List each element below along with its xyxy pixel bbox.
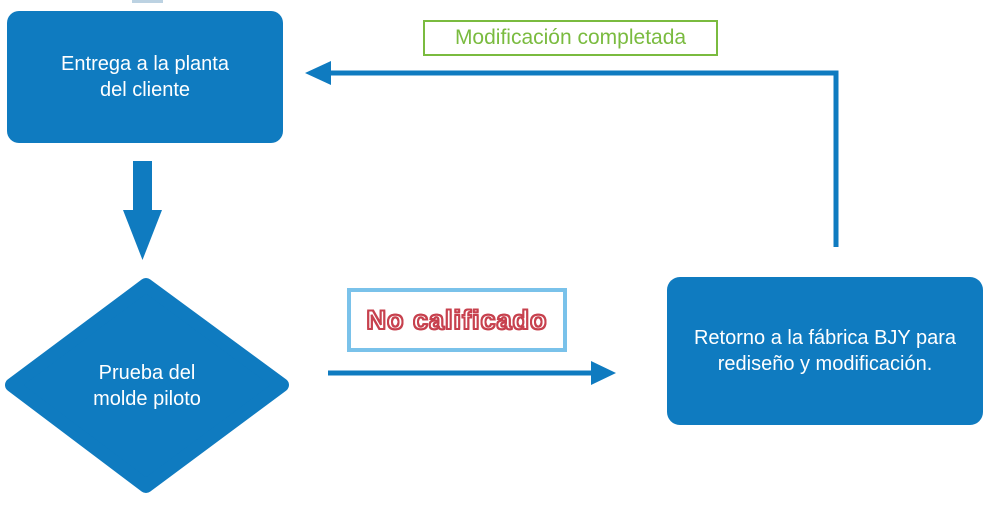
arrow-right-head [591, 361, 616, 385]
label-no-calificado-text: No calificado [365, 304, 548, 336]
node-prueba-line1: Prueba del [98, 362, 196, 384]
node-retorno: Retorno a la fábrica BJY para rediseño y… [667, 277, 983, 425]
node-entrega-line1: Entrega a la planta [61, 53, 229, 75]
label-modificacion-completada: Modificación completada [423, 20, 718, 56]
node-prueba-diamond-text: Prueba del molde piloto [47, 360, 247, 412]
arrow-down [123, 161, 162, 260]
node-retorno-line1: Retorno a la fábrica BJY para [693, 327, 956, 349]
arrow-right [328, 361, 616, 385]
diamond-shape [5, 278, 289, 493]
return-connector-line [331, 70, 839, 247]
node-entrega: Entrega a la planta del cliente [7, 11, 283, 143]
node-retorno-line2: rediseño y modificación. [717, 353, 933, 375]
node-prueba-line2: molde piloto [93, 388, 201, 410]
label-modificacion-completada-text: Modificación completada [454, 26, 687, 49]
label-no-calificado: No calificado [347, 288, 567, 352]
clipped-shape-top-edge [132, 0, 163, 3]
return-connector [305, 61, 839, 247]
return-connector-arrowhead-left [305, 61, 331, 85]
node-entrega-line2: del cliente [99, 79, 191, 101]
